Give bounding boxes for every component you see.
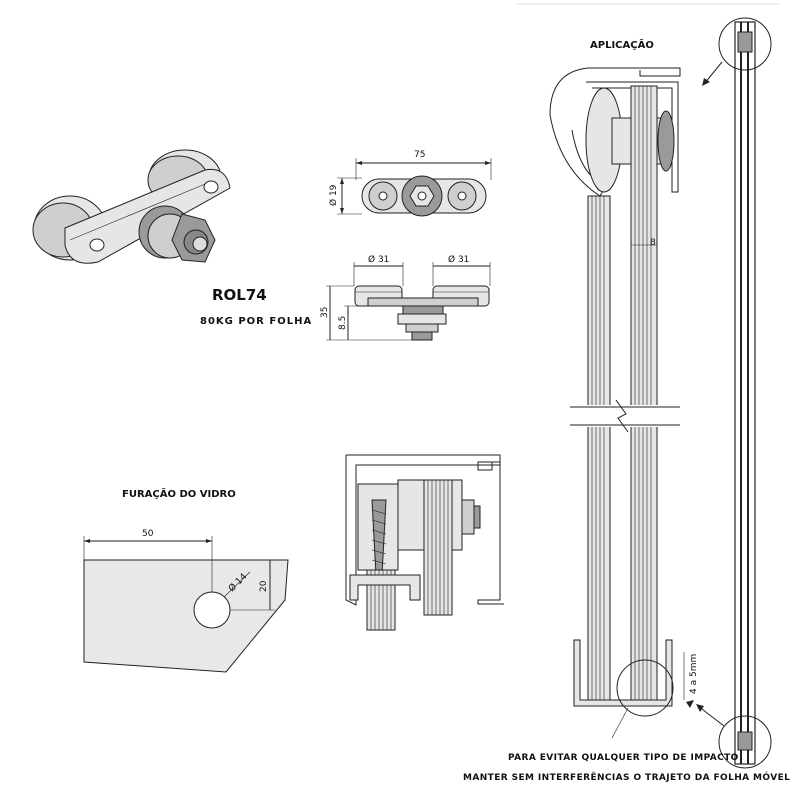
application-note-line2: MANTER SEM INTERFERÊNCIAS O TRAJETO DA F… — [463, 771, 790, 783]
application-elevation-strip — [516, 3, 780, 769]
side-view-offset-dim: 8.5 — [338, 316, 348, 330]
product-code: ROL74 — [212, 286, 267, 304]
roller-side-view — [326, 262, 491, 341]
side-view-total-height-dim: 35 — [320, 307, 330, 318]
application-title: APLICAÇÃO — [590, 38, 654, 51]
glass-drilling-distance-dim: 50 — [142, 529, 154, 539]
glass-drilling-title: FURAÇÃO DO VIDRO — [122, 487, 236, 500]
application-gap-dim: 8 — [650, 238, 656, 248]
side-view-wheel-left-dim: Ø 31 — [368, 254, 389, 265]
glass-drilling-drawing — [83, 536, 289, 673]
top-view-height-dim: Ø 19 — [328, 184, 339, 206]
application-clearance-dim: 4 a 5mm — [689, 654, 699, 694]
top-view-width-dim: 75 — [414, 150, 425, 160]
side-view-wheel-right-dim: Ø 31 — [448, 254, 469, 265]
roller-perspective-illustration — [32, 149, 231, 264]
application-note-line1: PARA EVITAR QUALQUER TIPO DE IMPACTO — [508, 753, 739, 763]
application-section-view — [549, 67, 694, 717]
product-capacity: 80KG POR FOLHA — [200, 316, 312, 327]
mounting-section-detail — [345, 454, 504, 631]
glass-drilling-height-dim: 20 — [259, 580, 269, 592]
roller-top-view — [337, 158, 492, 217]
